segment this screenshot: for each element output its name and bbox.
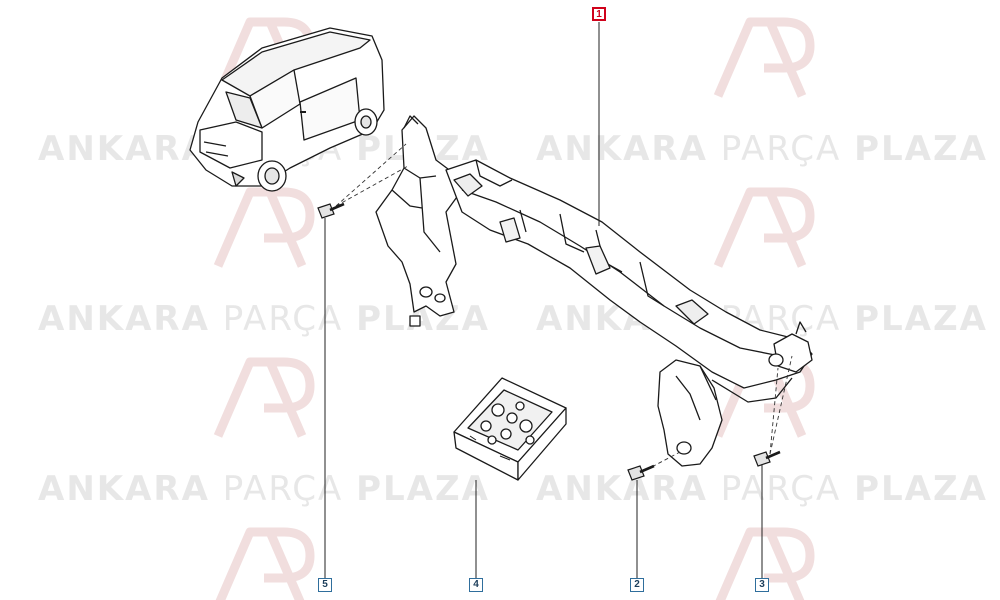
watermark-row-2-left: ANKARA PARÇA PLAZA — [38, 299, 490, 339]
van-illustration — [189, 27, 385, 192]
watermark-row-3-right: ANKARA PARÇA PLAZA — [536, 469, 988, 509]
watermark-logo — [213, 187, 315, 268]
watermark-logo — [213, 357, 315, 438]
callout-5[interactable]: 5 — [318, 578, 332, 592]
watermark-row-3-left: ANKARA PARÇA PLAZA — [38, 469, 490, 509]
bolt-right-end — [753, 450, 781, 467]
watermark-logo — [215, 527, 315, 600]
bolt-right-bracket — [627, 464, 655, 481]
callout-4[interactable]: 4 — [469, 578, 483, 592]
assembly-dashed-lines — [335, 143, 793, 471]
watermark-logo — [713, 187, 815, 268]
watermark-logos — [213, 17, 815, 600]
callout-3[interactable]: 3 — [755, 578, 769, 592]
watermark-logo — [715, 527, 815, 600]
watermark-row-1-right: ANKARA PARÇA PLAZA — [536, 129, 988, 169]
callout-2[interactable]: 2 — [630, 578, 644, 592]
fastener-kit-box — [453, 377, 567, 481]
leader-lines — [324, 22, 763, 578]
crossmember-part — [375, 115, 813, 467]
bolt-left — [317, 202, 345, 219]
callout-1[interactable]: 1 — [592, 7, 606, 21]
watermark-logo — [713, 17, 815, 98]
